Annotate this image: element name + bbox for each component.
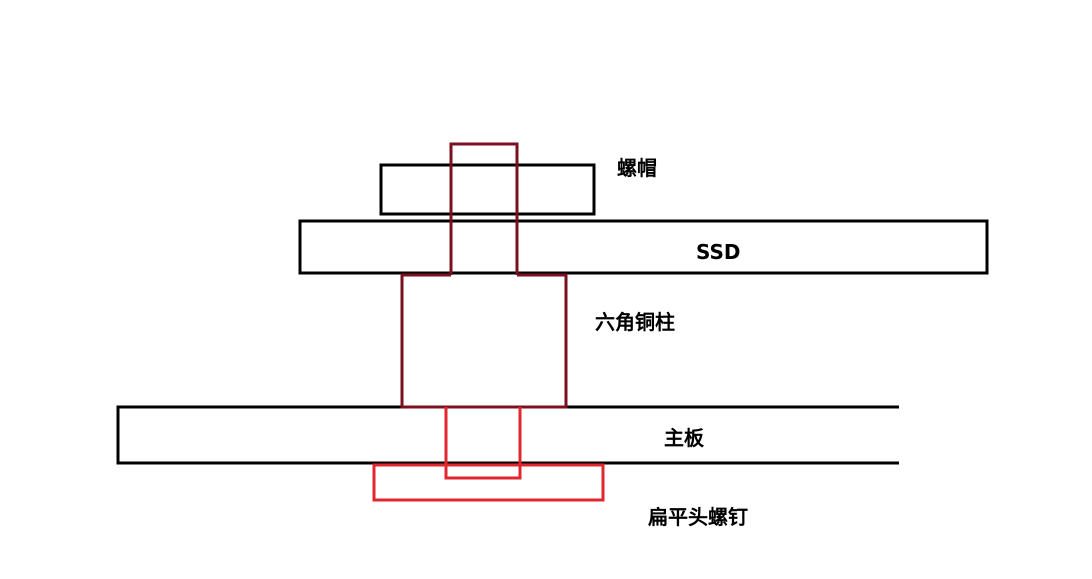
flat-head-screw-outline: [372, 407, 605, 502]
standoff-outline: [400, 142, 568, 409]
nut-block: [379, 163, 596, 216]
standoff-label: 六角铜柱: [595, 310, 675, 334]
ssd-label: SSD: [696, 240, 741, 264]
motherboard-board: [116, 405, 899, 465]
ssd-board: [298, 219, 989, 275]
motherboard-label: 主板: [664, 426, 705, 450]
nut-label: 螺帽: [617, 156, 657, 180]
flat-head-screw-label: 扁平头螺钉: [648, 505, 748, 529]
